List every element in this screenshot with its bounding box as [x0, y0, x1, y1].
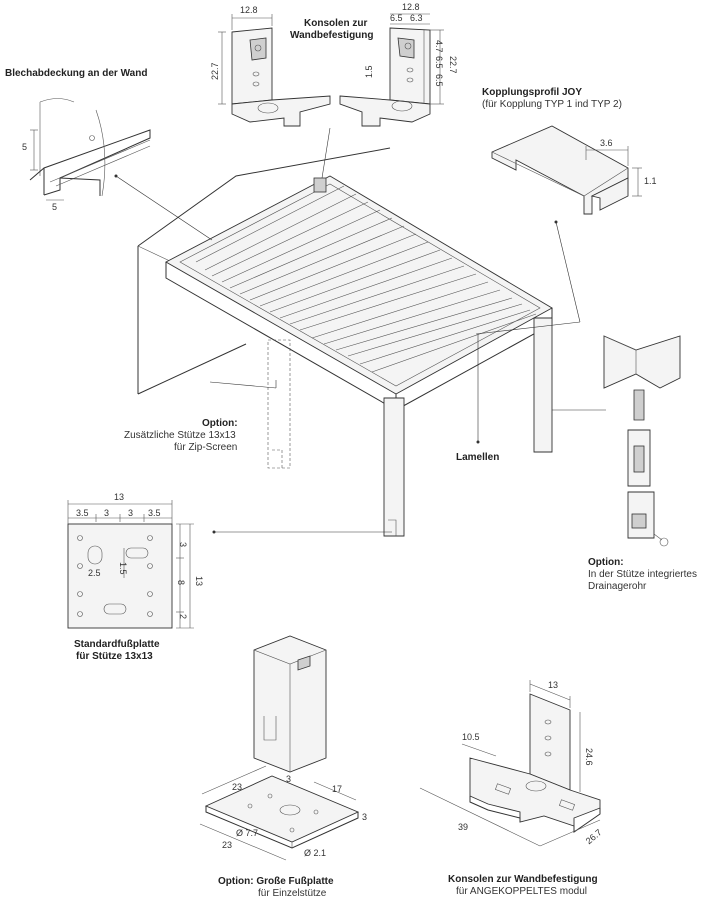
option-drain-line1: In der Stütze integriertes [588, 569, 697, 580]
dim-plate-r1: 3 [178, 542, 188, 547]
dim-coupling-h: 1.1 [644, 176, 657, 186]
dim-bb-top: 13 [548, 680, 558, 690]
dim-plate-r3: 2 [178, 614, 188, 619]
dim-plate-total: 13 [114, 492, 124, 502]
slats [195, 185, 537, 373]
dim-big-hole2: Ø 2.1 [304, 848, 326, 858]
dim-wall-cover-b: 5 [52, 202, 57, 212]
dim-bracket-right-d: 6.5 [434, 56, 444, 69]
pergola-frame [165, 175, 553, 537]
dim-plate-p1: 3.5 [76, 508, 89, 518]
dim-bracket-right-c: 4.7 [434, 40, 444, 53]
option-post-line2: für Zip-Screen [174, 442, 237, 453]
dim-plate-p4: 3.5 [148, 508, 161, 518]
wall-cover-detail [29, 98, 151, 201]
leader-dot-slats [476, 440, 480, 444]
coupling-profile [491, 125, 642, 215]
slats-label: Lamellen [456, 452, 499, 463]
dim-big-c: 17 [332, 784, 342, 794]
wall-cover-label: Blechabdeckung an der Wand [5, 68, 147, 79]
bracket-left [218, 14, 331, 127]
dim-bb-h: 24.6 [584, 748, 594, 766]
dim-bracket-right-b: 6.3 [410, 13, 423, 23]
leader-dot-wallcover [114, 174, 118, 178]
dim-plate-r2: 8 [176, 580, 186, 585]
drain-detail [603, 335, 681, 547]
wall-block [137, 147, 391, 395]
brackets-bottom-subtitle: für ANGEKOPPELTES modul [456, 886, 587, 897]
dim-big-b: 3 [286, 774, 291, 784]
leader-lines [115, 127, 606, 533]
dim-bb-arm: 10.5 [462, 732, 480, 742]
dim-bracket-right-f: 1.5 [364, 65, 374, 78]
standard-base-plate [67, 500, 194, 629]
dim-big-d: 3 [362, 812, 367, 822]
big-plate-title: Option: Große Fußplatte [218, 876, 334, 887]
coupling-subtitle: (für Kopplung TYP 1 ind TYP 2) [482, 99, 622, 110]
leader-dot-coupling [554, 220, 558, 224]
option-post-line1: Zusätzliche Stütze 13x13 [124, 430, 236, 441]
bottom-brackets [419, 680, 601, 847]
bracket-right [339, 13, 444, 127]
brackets-bottom-title: Konsolen zur Wandbefestigung [448, 874, 598, 885]
dim-big-a: 23 [232, 782, 242, 792]
dim-plate-slot: 1.5 [118, 562, 128, 575]
option-post-title: Option: [202, 418, 238, 429]
dim-plate-hole: 2.5 [88, 568, 101, 578]
dim-bb-depth: 26.7 [584, 827, 604, 846]
dim-bracket-right-e: 6.5 [434, 74, 444, 87]
leader-dot-baseplate [212, 530, 216, 534]
dim-plate-p2: 3 [104, 508, 109, 518]
dim-big-hole1: Ø 7.7 [236, 828, 258, 838]
brackets-top-label-1: Konsolen zur [304, 18, 367, 29]
dim-coupling-w: 3.6 [600, 138, 613, 148]
base-plate-label-1: Standardfußplatte [74, 639, 160, 650]
dim-plate-p3: 3 [128, 508, 133, 518]
dim-bracket-left-w: 12.8 [240, 5, 258, 15]
dim-bracket-right-w: 12.8 [402, 2, 420, 12]
coupling-title: Kopplungsprofil JOY [482, 87, 582, 98]
dim-bb-len: 39 [458, 822, 468, 832]
dim-big-e: 23 [222, 840, 232, 850]
option-drain-line2: Drainagerohr [588, 581, 647, 592]
dim-bracket-right-a: 6.5 [390, 13, 403, 23]
dim-bracket-left-h: 22.7 [210, 62, 220, 80]
brackets-top-label-2: Wandbefestigung [290, 30, 374, 41]
dim-plate-total-v: 13 [194, 576, 204, 586]
base-plate-label-2: für Stütze 13x13 [76, 651, 153, 662]
option-drain-title: Option: [588, 557, 624, 568]
big-base-plate [199, 635, 360, 861]
dim-wall-cover-a: 5 [22, 142, 27, 152]
dim-bracket-right-h: 22.7 [448, 56, 458, 74]
big-plate-subtitle: für Einzelstütze [258, 888, 327, 899]
